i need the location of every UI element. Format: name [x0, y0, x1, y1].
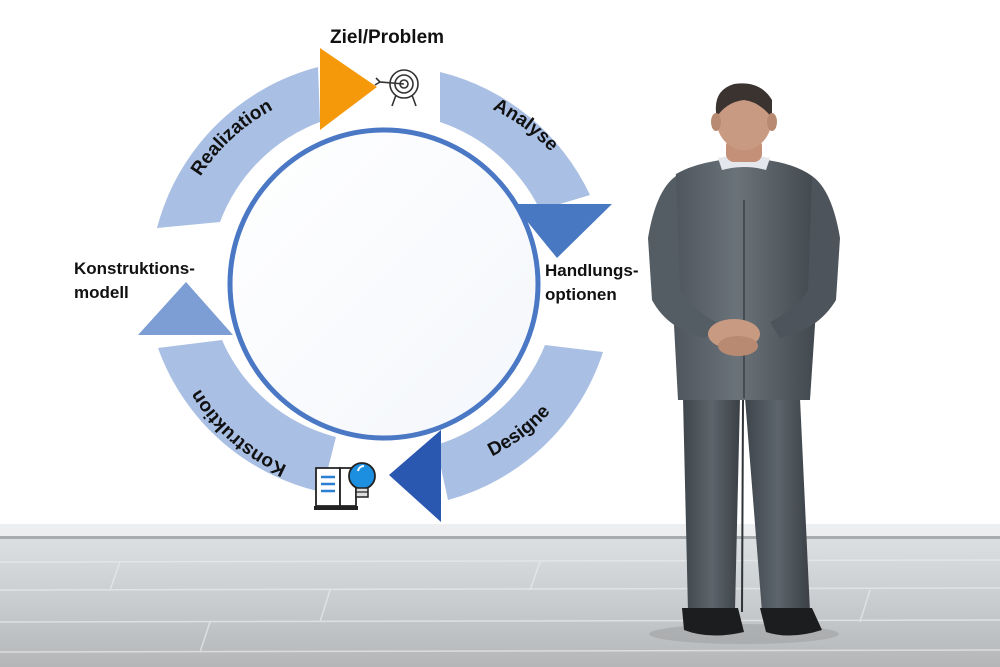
target-icon	[374, 69, 419, 107]
baseboard-line	[0, 536, 1000, 539]
design-arrow	[389, 430, 441, 522]
options-label-line2: optionen	[545, 285, 617, 304]
goal-arrow	[320, 48, 377, 130]
goal-label: Ziel/Problem	[330, 27, 444, 48]
center-ring	[227, 127, 541, 441]
model-arrow	[138, 282, 233, 335]
options-label-line1: Handlungs-	[545, 261, 639, 280]
segment-konstruktion	[158, 340, 336, 492]
book-lightbulb-icon	[314, 462, 376, 510]
wooden-floor	[0, 539, 1000, 667]
model-label-line2: modell	[74, 283, 129, 302]
businessman-figure	[648, 83, 840, 644]
segment-realization	[157, 67, 320, 228]
floor-planks	[0, 559, 1000, 653]
baseboard	[0, 524, 1000, 538]
process-cycle: Analyse Realization Designe Konstruktion…	[74, 27, 639, 522]
segment-analyse	[440, 72, 590, 210]
options-arrow	[513, 204, 612, 258]
segment-designe	[436, 345, 603, 500]
model-label-line1: Konstruktions-	[74, 259, 195, 278]
